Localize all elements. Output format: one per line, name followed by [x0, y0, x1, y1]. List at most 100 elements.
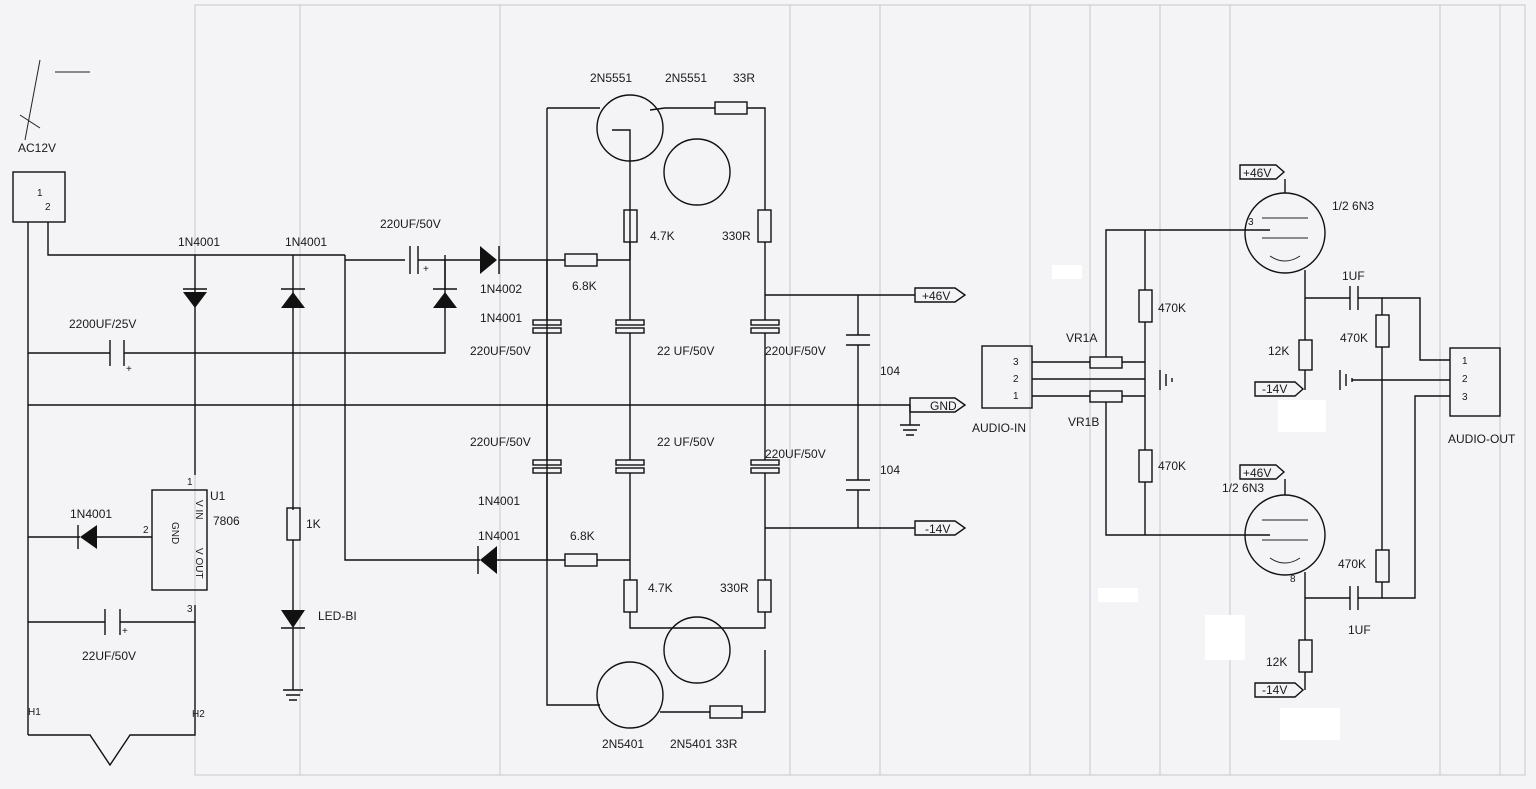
rectifier-section: 1N4001 1N4001 2200UF/25V + 1N4001 22UF/5… — [28, 235, 910, 767]
q-2n5401-a — [596, 661, 664, 729]
vr1a-label: VR1A — [1066, 331, 1097, 345]
led-branch: 1K LED-BI — [281, 507, 357, 701]
cap-104-b-label: 104 — [880, 463, 900, 477]
rail-gnd-label: GND — [930, 399, 957, 413]
cap-220-a-label: 220UF/50V — [470, 344, 531, 358]
diode-d3 — [80, 525, 97, 549]
rail-minus14-label: -14V — [925, 522, 950, 536]
svg-text:+: + — [126, 364, 132, 375]
c1uf-b-label: 1UF — [1348, 623, 1371, 637]
cap-22-a-label: 22 UF/50V — [657, 344, 714, 358]
led-indicator — [281, 610, 305, 628]
cap-220-c-label: 220UF/50V — [470, 435, 531, 449]
rail-plus46-label: +46V — [922, 289, 950, 303]
pot-vr1a — [1089, 356, 1123, 369]
r-33-top-label: 33R — [733, 71, 755, 85]
audio-input: 3 2 1 AUDIO-IN VR1A VR1B 470K 470K — [972, 229, 1270, 536]
c1uf-a-label: 1UF — [1342, 269, 1365, 283]
minus14-a-label: -14V — [1262, 382, 1287, 396]
minus14-b-tag — [1254, 682, 1305, 698]
diode-d4-label: 1N4001 — [480, 311, 522, 325]
r12k-a-label: 12K — [1268, 344, 1289, 358]
in-pin2: 2 — [1013, 374, 1019, 385]
plus46-a-label: +46V — [1243, 166, 1271, 180]
ac-input: AC12V 1 2 — [12, 59, 345, 735]
reg-part: 7806 — [213, 514, 240, 528]
diode-d3-label: 1N4001 — [70, 507, 112, 521]
reg-pin1: 1 — [187, 477, 193, 488]
diode-d-top — [480, 246, 497, 274]
reg-vout: V OUT — [193, 548, 204, 579]
diode-d1-label: 1N4001 — [178, 235, 220, 249]
plus46-b-label: +46V — [1243, 466, 1271, 480]
in-pin1: 1 — [1013, 391, 1019, 402]
q-2n5401-b — [663, 616, 731, 684]
r470-a-label: 470K — [1158, 301, 1186, 315]
minus14-b-label: -14V — [1262, 683, 1287, 697]
r-47-bot-label: 4.7K — [648, 581, 673, 595]
diode-d2-label: 1N4001 — [285, 235, 327, 249]
diode-top-label: 1N4002 — [480, 282, 522, 296]
charge-pump: 220UF/50V + 1N4002 1N4001 1N4001 1N4001 — [380, 217, 547, 574]
r-330-top-label: 330R — [722, 229, 751, 243]
r470-b-label: 470K — [1158, 459, 1186, 473]
q-top-a-label: 2N5551 — [590, 71, 632, 85]
tube-b-label: 1/2 6N3 — [1222, 481, 1264, 495]
r470-c-label: 470K — [1340, 331, 1368, 345]
cap-104-a-label: 104 — [880, 364, 900, 378]
plus46-a-tag — [1239, 164, 1286, 180]
ac-label: AC12V — [18, 141, 56, 155]
q-2n5551-b — [663, 138, 731, 206]
diode-d2 — [281, 292, 305, 308]
diode-d5b-label: 1N4001 — [478, 529, 520, 543]
plus46-b-tag — [1239, 464, 1286, 480]
rail-plus46-tag — [914, 287, 967, 303]
r-330-bot-label: 330R — [720, 581, 749, 595]
ac-pin-2: 2 — [45, 202, 51, 213]
out-pin1: 1 — [1462, 356, 1468, 367]
cap-pump-label: 220UF/50V — [380, 217, 441, 231]
r-68-bot-label: 6.8K — [570, 529, 595, 543]
minus14-a-tag — [1254, 381, 1305, 397]
regulator-u1: U1 7806 1 2 3 V IN GND V OUT — [143, 477, 240, 615]
cap-22-b-label: 22 UF/50V — [657, 435, 714, 449]
r470-d-label: 470K — [1338, 557, 1366, 571]
rail-minus14-tag — [914, 520, 967, 536]
output-rails: 104 104 +46V GND -14V — [765, 287, 967, 536]
ac-pin-1: 1 — [37, 188, 43, 199]
out-pin2: 2 — [1462, 374, 1468, 385]
ac-connector — [12, 171, 66, 223]
audio-output: 1 2 3 AUDIO-OUT — [1382, 347, 1516, 446]
diode-pump — [433, 292, 457, 308]
tube-b-pin: 8 — [1290, 574, 1296, 585]
tube-stage-b: 1/2 6N3 8 +46V 12K -14V 1UF 470K — [1222, 395, 1450, 698]
vr1b-label: VR1B — [1068, 415, 1099, 429]
tube-a-label: 1/2 6N3 — [1332, 199, 1374, 213]
r-47-top-label: 4.7K — [650, 229, 675, 243]
r-68-top-label: 6.8K — [572, 279, 597, 293]
r-led-label: 1K — [306, 517, 321, 531]
audio-in-connector — [981, 345, 1033, 409]
h1-label: H1 — [28, 707, 41, 718]
diode-d5 — [480, 546, 497, 574]
reg-vin: V IN — [193, 500, 204, 519]
r12k-b-label: 12K — [1266, 655, 1287, 669]
reg-gnd: GND — [169, 522, 180, 544]
audio-out-label: AUDIO-OUT — [1448, 432, 1516, 446]
correction-patches — [1052, 265, 1340, 740]
tube-stage-a: 1/2 6N3 3 +46V 12K -14V 1UF 470K — [1239, 164, 1450, 550]
q-bot-b-label: 2N5401 33R — [670, 737, 738, 751]
reg-pin3: 3 — [187, 604, 193, 615]
cap-220-b-label: 220UF/50V — [765, 344, 826, 358]
in-pin3: 3 — [1013, 357, 1019, 368]
cap-out-label: 22UF/50V — [82, 649, 136, 663]
reg-pin2: 2 — [143, 525, 149, 536]
audio-in-label: AUDIO-IN — [972, 421, 1026, 435]
led-label: LED-BI — [318, 609, 357, 623]
q-top-b-label: 2N5551 — [665, 71, 707, 85]
h2-label: H2 — [192, 709, 205, 720]
tube-a-pin: 3 — [1248, 217, 1254, 228]
diode-d5-label: 1N4001 — [478, 494, 520, 508]
